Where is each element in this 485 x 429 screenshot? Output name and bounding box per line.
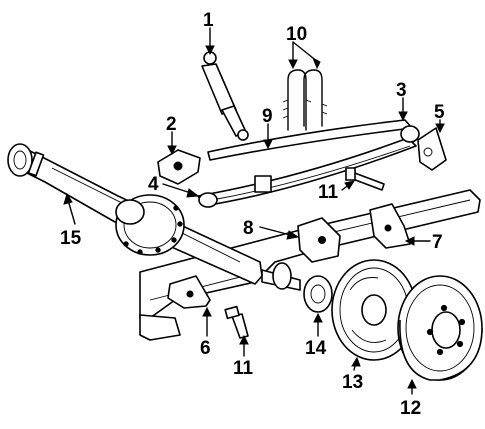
brake-drum xyxy=(397,275,483,381)
callout-11-lower: 11 xyxy=(233,358,254,379)
front-hanger xyxy=(369,203,411,249)
callout-10: 10 xyxy=(286,24,307,45)
callout-3: 3 xyxy=(396,80,407,101)
callout-4: 4 xyxy=(148,174,159,195)
spring-bracket xyxy=(297,217,341,263)
axle-housing xyxy=(7,143,263,285)
callout-2: 2 xyxy=(166,114,177,135)
callout-9: 9 xyxy=(262,106,273,127)
u-bolts xyxy=(282,69,328,131)
leaf-spring xyxy=(197,119,420,208)
callout-12: 12 xyxy=(400,398,421,419)
callout-6: 6 xyxy=(200,338,211,359)
axle-hub xyxy=(261,262,333,313)
callout-8: 8 xyxy=(243,218,254,239)
spring-pad xyxy=(157,149,201,185)
callout-11-upper: 11 xyxy=(318,182,339,203)
callout-15: 15 xyxy=(60,228,82,249)
callout-13: 13 xyxy=(342,372,363,393)
backing-plate xyxy=(331,259,417,361)
leader-lines xyxy=(63,27,445,395)
shackle xyxy=(417,127,447,171)
callout-labels: 1 10 3 5 9 2 4 11 15 8 7 6 11 14 13 12 xyxy=(60,10,445,419)
callout-14: 14 xyxy=(305,338,327,359)
bolt-lower xyxy=(224,305,249,339)
shock-absorber xyxy=(201,51,249,141)
rear-hanger xyxy=(167,275,211,309)
bolt-upper xyxy=(345,167,385,191)
callout-7: 7 xyxy=(432,232,443,253)
callout-1: 1 xyxy=(203,10,214,31)
callout-5: 5 xyxy=(434,102,445,123)
